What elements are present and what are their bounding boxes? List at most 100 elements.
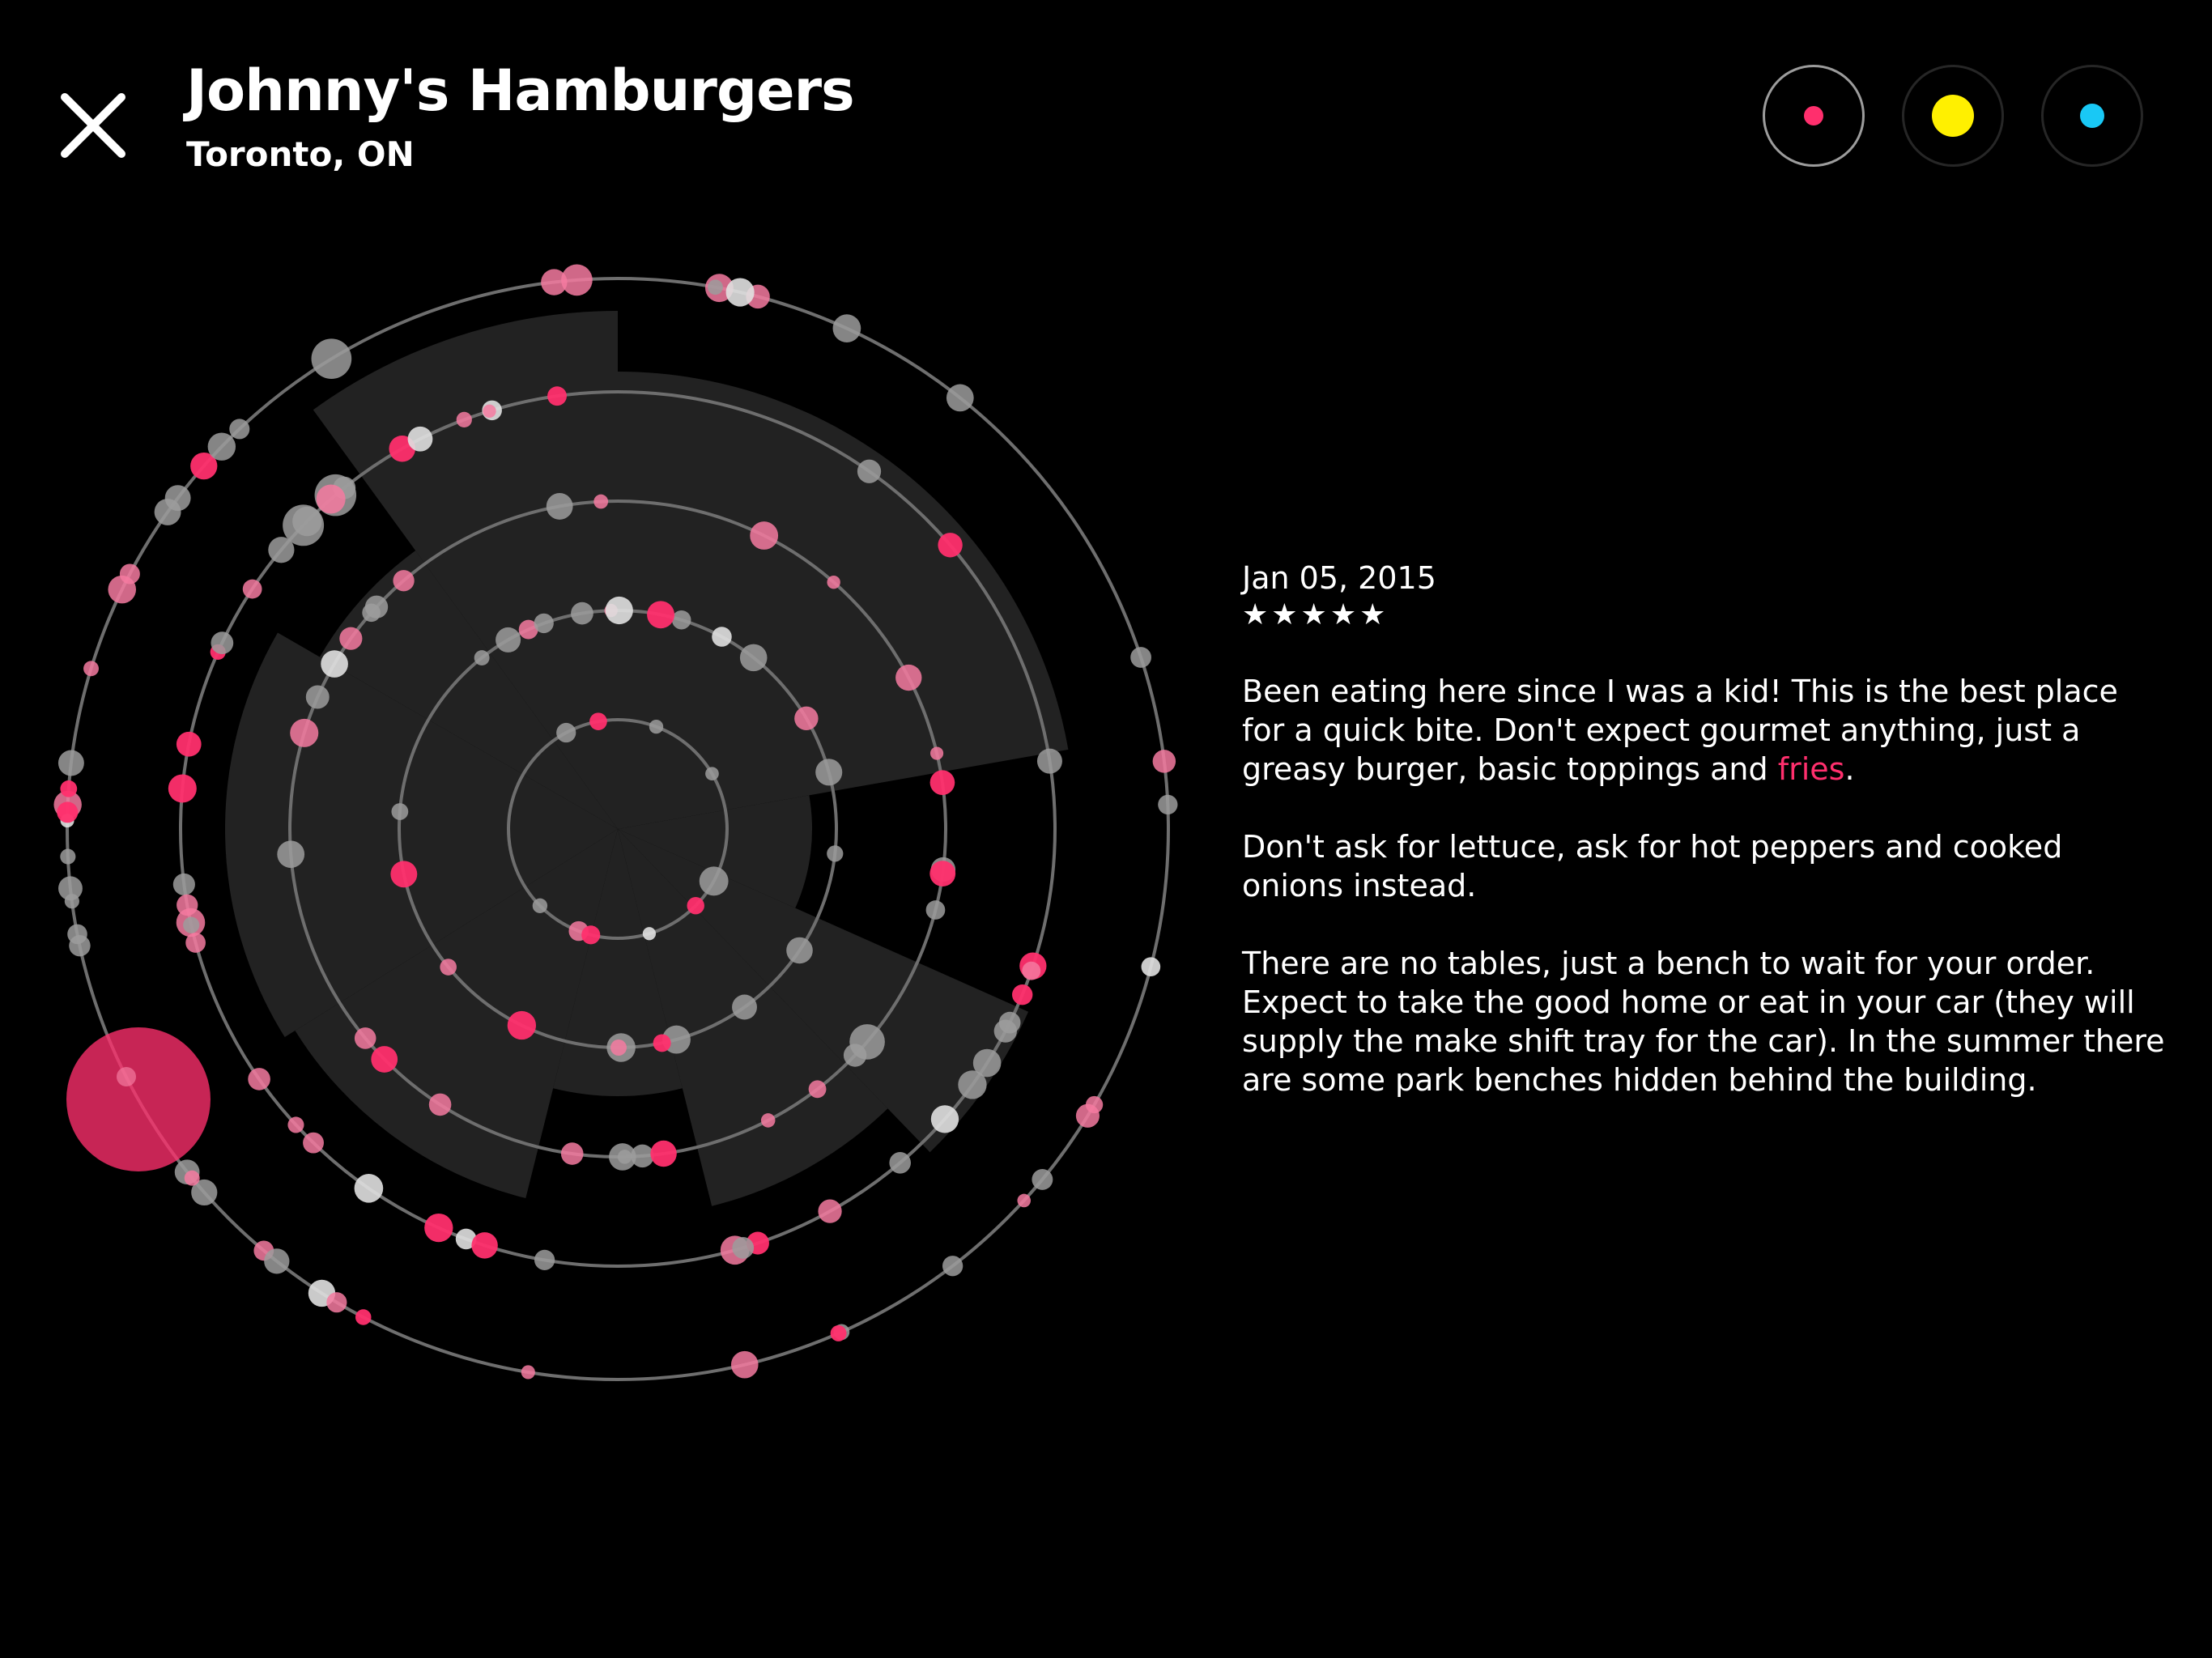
chart-ring [507,718,729,940]
review-dot [581,925,601,945]
review-dot [1032,1168,1053,1190]
review-dot [242,579,262,599]
review-dot [750,521,779,550]
review-dot [687,896,704,915]
review-dot [354,1027,376,1049]
review-dot [808,1080,827,1099]
chart-wedge [553,829,683,1097]
chart-wedge [295,829,618,1199]
review-dot [732,994,757,1020]
review-dot [972,1048,1002,1078]
review-dot [407,426,433,452]
review-dot [547,386,567,406]
review-dot [185,933,206,953]
review-dot [650,1140,677,1167]
review-radial-chart [53,264,1178,1381]
review-paragraph-2: Don't ask for lettuce, ask for hot peppe… [1242,829,2063,903]
review-dot [857,459,882,483]
review-dot [1022,961,1041,980]
review-dot [561,264,593,296]
review-dot [305,685,330,709]
review-dot [303,1132,324,1154]
review-date: Jan 05, 2015 [1242,560,1436,596]
review-dot [391,803,409,820]
review-dot [560,1142,584,1165]
review-dot [534,1249,555,1270]
chart-wedge [319,551,618,829]
review-dot [818,1199,842,1223]
review-dot [849,1024,885,1060]
review-dot [946,384,974,412]
review-dot [268,537,295,563]
review-dot [168,774,197,803]
review-dot [930,1105,959,1133]
review-dot [827,845,844,862]
review-dot [172,873,195,896]
close-button[interactable] [49,81,138,170]
review-dot [424,1213,453,1243]
review-dot [610,1039,627,1056]
review-dot [827,575,840,589]
yellow-filter-button[interactable] [1902,65,2004,167]
review-dot [164,485,191,512]
review-dot [571,602,593,625]
location-subtitle: Toronto, ON [186,134,415,174]
review-dot [58,876,83,901]
pink-filter-button[interactable] [1763,65,1865,167]
highlighted-keyword[interactable]: fries [1777,751,1845,787]
review-dot [653,1034,671,1052]
review-text: Been eating here since I was a kid! This… [1242,674,2118,787]
review-dot [474,650,490,665]
chart-wedge [618,829,1029,1153]
cyan-filter-button[interactable] [2041,65,2143,167]
review-dot [483,404,496,418]
chart-ring [179,390,1057,1268]
review-dot [993,1019,1017,1043]
review-dot [712,627,732,647]
review-dot [57,801,79,823]
review-dot [277,840,305,869]
review-dot [925,900,946,920]
review-dot [705,767,719,781]
cyan-dot-icon [2080,104,2104,128]
review-dot [471,1232,498,1259]
review-dot [283,504,325,546]
review-dot [69,934,91,957]
review-dot [440,959,457,976]
page-title: Johnny's Hamburgers [186,57,855,124]
review-dot [732,1237,755,1259]
review-dot [1152,750,1176,773]
chart-wedge [225,632,618,1038]
review-dot [393,570,415,592]
review-dot [1141,957,1161,976]
review-dot [339,627,363,650]
review-dot [556,722,576,743]
review-dot [708,279,723,295]
review-paragraph-1: Been eating here since I was a kid! This… [1242,672,2165,789]
review-dot [211,631,234,655]
review-dot [942,1256,963,1277]
review-dot [649,719,664,734]
review-dot [725,278,755,307]
review-dot [321,650,348,678]
review-dot [264,1248,290,1274]
review-dot [794,706,819,731]
review-dot [60,848,76,865]
review-dot [929,861,956,887]
pink-dot-icon [1804,106,1823,125]
review-dot [316,484,346,514]
review-dot [518,619,538,640]
review-dot [355,1309,372,1325]
review-dot [671,610,691,630]
review-dot [456,411,472,428]
review-dot [534,613,554,634]
review-dot [938,533,963,558]
review-panel: Jan 05, 2015 ★★★★★ Been eating here sinc… [1242,559,2165,1099]
review-dot [605,596,633,625]
chart-wedge [618,795,812,908]
review-dot [390,861,418,888]
review-dot [929,770,955,796]
review-dot [183,916,200,933]
review-dot [311,338,352,380]
review-dot [642,927,657,941]
